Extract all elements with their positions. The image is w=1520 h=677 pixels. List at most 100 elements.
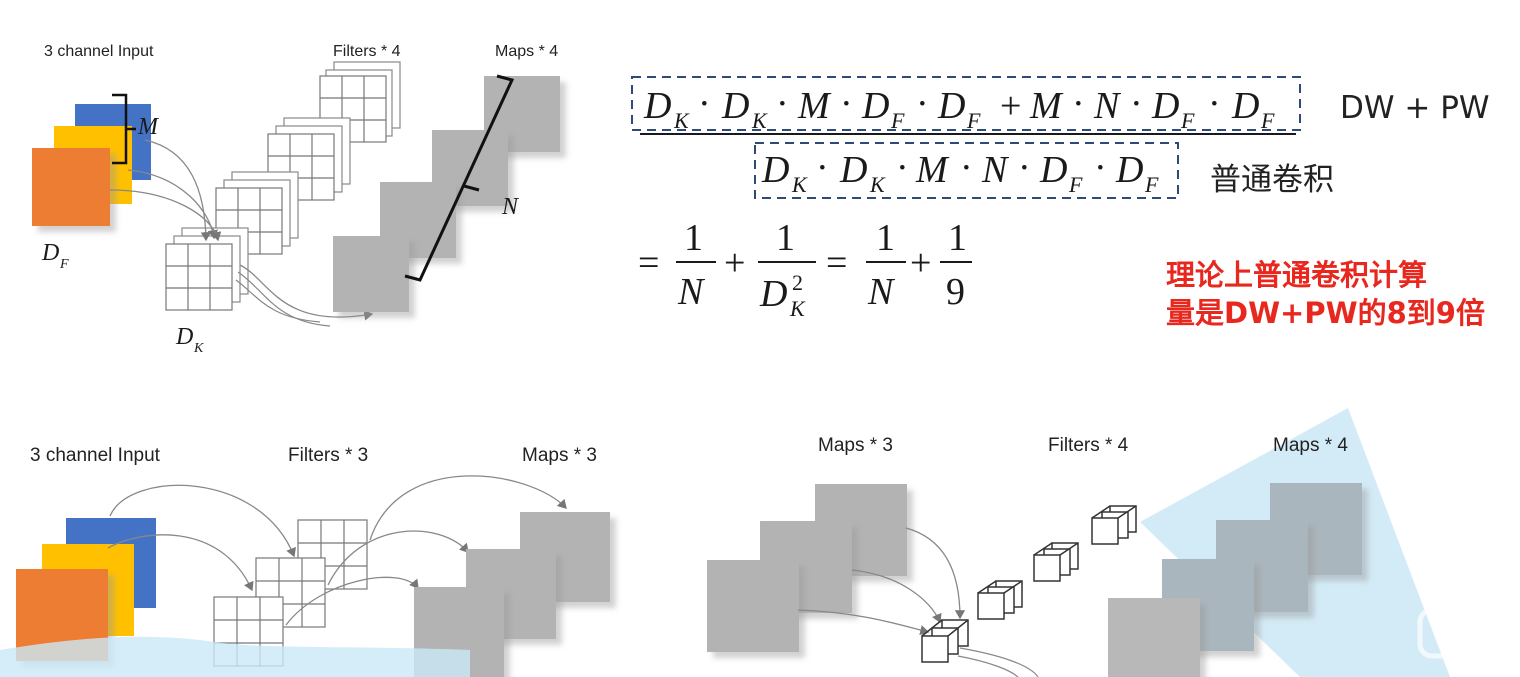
bl-arrow-blue: [109, 484, 296, 558]
eq2: =: [826, 242, 847, 284]
den-f2: F: [1144, 172, 1159, 197]
num-f3: F: [1180, 108, 1195, 133]
plus1: +: [724, 242, 745, 284]
dw-pw-tag: DW + PW: [1340, 90, 1490, 126]
f2-den-sub: K: [789, 296, 806, 321]
top-arrow-filter-to-map: [239, 264, 374, 321]
den-dot4: ·: [1018, 147, 1031, 189]
den-dot3: ·: [960, 147, 973, 189]
note-line-2: 量是DW+PW的8到9倍: [1166, 296, 1485, 330]
top-dim-dk: D: [175, 324, 193, 350]
den-dot1: ·: [816, 147, 829, 189]
den-d1: D: [761, 149, 789, 191]
den-k2: K: [869, 172, 886, 197]
num-m1: M: [797, 85, 832, 127]
br-maps-in-label: Maps * 3: [818, 435, 893, 456]
bilibili-tv-icon: [1417, 598, 1493, 659]
num-d5: D: [1151, 85, 1179, 127]
standard-conv-cost-box: [754, 142, 1179, 199]
top-input-channel-orange: [32, 148, 110, 226]
br-filter-1: [921, 619, 969, 663]
br-arrow-out-1: [959, 647, 1039, 677]
top-arrow-line-3: [235, 279, 321, 323]
bl-arrow-map2: [327, 530, 469, 586]
f4-num: 1: [948, 217, 967, 259]
num-dot5: ·: [1072, 83, 1085, 125]
top-dim-n: N: [501, 194, 520, 220]
br-out-map-1: [1108, 598, 1200, 677]
numerator-expression: D K · D K · M · D F · D F + M · N · D F …: [643, 83, 1275, 133]
num-d1: D: [643, 85, 671, 127]
br-filter-3: [1033, 542, 1079, 582]
top-dim-df-sub: F: [59, 257, 69, 272]
num-dot2: ·: [776, 83, 789, 125]
f2-num: 1: [776, 217, 795, 259]
top-filter-stack-2: [215, 171, 299, 255]
br-arrow-map2: [851, 569, 942, 624]
bottom-depthwise-diagram: 3 channel Input Filters * 3 Maps * 3: [0, 445, 610, 677]
denominator-expression: D K · D K · M · N · D F · D F: [761, 147, 1159, 197]
f2-den-d: D: [759, 273, 787, 315]
num-k1: K: [673, 108, 690, 133]
num-f2: F: [966, 108, 981, 133]
den-k1: K: [791, 172, 808, 197]
num-k2: K: [751, 108, 768, 133]
standard-conv-tag: 普通卷积: [1210, 162, 1334, 198]
den-dot2: ·: [896, 147, 909, 189]
ratio-formula: D K · D K · M · D F · D F + M · N · D F …: [631, 76, 1301, 321]
bl-arrow-map3: [369, 475, 567, 541]
num-dot1: ·: [698, 83, 711, 125]
f3-num: 1: [876, 217, 895, 259]
br-arrow-out-2: [957, 655, 1019, 677]
top-standard-conv-diagram: 3 channel Input Filters * 4 Maps * 4 M D…: [32, 43, 560, 356]
f3-den: N: [867, 271, 896, 313]
top-filters-label: Filters * 4: [333, 43, 401, 60]
top-maps-label: Maps * 4: [495, 43, 558, 60]
bl-highlight-band: [0, 636, 470, 677]
den-m: M: [915, 149, 950, 191]
top-filter-stack-1: [165, 227, 249, 311]
num-d3: D: [861, 85, 889, 127]
num-n: N: [1093, 85, 1122, 127]
bl-input-label: 3 channel Input: [30, 445, 161, 466]
num-d6: D: [1231, 85, 1259, 127]
eq1: =: [638, 242, 659, 284]
num-m2: M: [1029, 85, 1064, 127]
den-f1: F: [1068, 172, 1083, 197]
br-filter-4: [1091, 505, 1137, 545]
top-dim-m: M: [137, 114, 160, 140]
top-input-label: 3 channel Input: [44, 43, 154, 60]
num-dot4: ·: [916, 83, 929, 125]
f1-den: N: [677, 271, 706, 313]
br-arrow-map1: [797, 609, 930, 636]
br-in-map-1: [707, 560, 799, 652]
plus2: +: [910, 242, 931, 284]
top-n-bracket: [404, 74, 515, 282]
f1-num: 1: [684, 217, 703, 259]
br-arrow-map3: [905, 527, 966, 620]
top-arrow-yellow: [127, 169, 219, 240]
top-m-bracket: [112, 93, 136, 165]
bottom-pointwise-diagram: Maps * 3 Filters * 4 Maps * 4: [707, 408, 1450, 677]
bl-arrow-map1: [285, 576, 419, 626]
br-filters-label: Filters * 4: [1048, 435, 1129, 456]
bl-maps-label: Maps * 3: [522, 445, 597, 466]
top-arrow-line-2: [237, 271, 331, 327]
num-plus: +: [1000, 85, 1021, 127]
br-filter-2: [977, 580, 1023, 620]
num-d4: D: [937, 85, 965, 127]
num-dot7: ·: [1208, 83, 1221, 125]
bl-arrow-yellow: [107, 534, 254, 592]
den-d2: D: [839, 149, 867, 191]
top-arrow-orange: [109, 189, 222, 242]
note-line-1: 理论上普通卷积计算: [1166, 258, 1428, 292]
top-dim-df: D: [41, 240, 59, 266]
top-dim-dk-sub: K: [193, 341, 204, 356]
bl-filters-label: Filters * 3: [288, 445, 368, 466]
top-arrow-blue: [144, 139, 212, 242]
den-d3: D: [1039, 149, 1067, 191]
f4-den: 9: [946, 271, 965, 313]
num-f4: F: [1260, 108, 1275, 133]
num-dot6: ·: [1130, 83, 1143, 125]
